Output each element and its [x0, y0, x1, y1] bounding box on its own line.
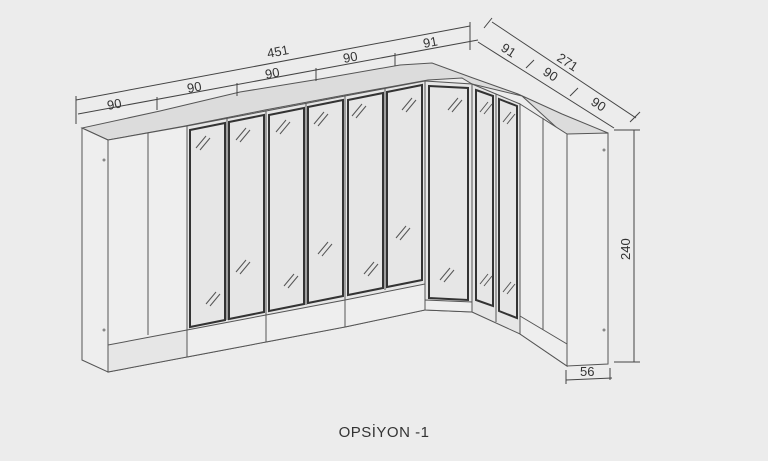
right-mirror-door-frames: [475, 88, 518, 320]
right-cabinet-run: [471, 83, 609, 367]
dim-depth: 56: [580, 364, 594, 379]
dim-left-module-2: 90: [186, 78, 203, 95]
dim-right-module-3: 90: [588, 94, 608, 114]
dim-total-left: 451: [266, 42, 290, 61]
dim-right-module-1: 91: [498, 40, 518, 60]
corner-module: [424, 80, 473, 313]
left-end-panel: [81, 127, 109, 373]
dim-left-module-4: 90: [342, 48, 359, 65]
dim-left-module-1: 90: [106, 95, 123, 112]
hinge-dots: [102, 148, 606, 332]
left-cabinet-run: [81, 80, 426, 373]
mirror-reflection-marks: [195, 97, 516, 307]
right-end-panel: [566, 132, 609, 367]
dim-height: 240: [618, 238, 633, 260]
dim-right-module-2: 90: [540, 64, 560, 84]
option-caption: OPSİYON -1: [338, 424, 430, 441]
dim-left-module-3: 90: [264, 64, 281, 81]
dimension-lines: [75, 17, 641, 384]
mirror-door-frames: [189, 83, 423, 329]
dim-left-module-5: 91: [422, 33, 439, 50]
